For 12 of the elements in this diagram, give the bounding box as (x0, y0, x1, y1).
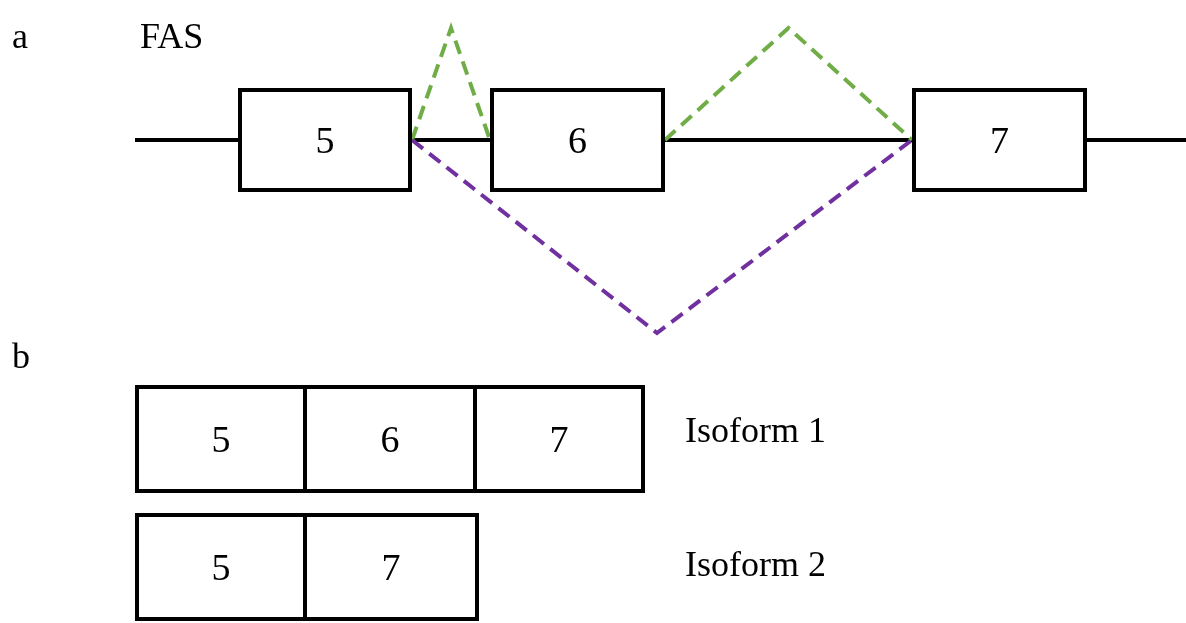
intron-line (412, 138, 490, 142)
panel-label: b (12, 338, 30, 374)
panel-label: a (12, 18, 28, 54)
exon-box: 7 (912, 88, 1087, 192)
gene-label: FAS (140, 18, 204, 54)
exon-box: 6 (490, 88, 665, 192)
intron-line (1087, 138, 1186, 142)
exon-box: 5 (238, 88, 412, 192)
isoform-label: Isoform 2 (685, 546, 826, 582)
intron-line (665, 138, 912, 142)
isoform-label: Isoform 1 (685, 412, 826, 448)
intron-line (135, 138, 238, 142)
